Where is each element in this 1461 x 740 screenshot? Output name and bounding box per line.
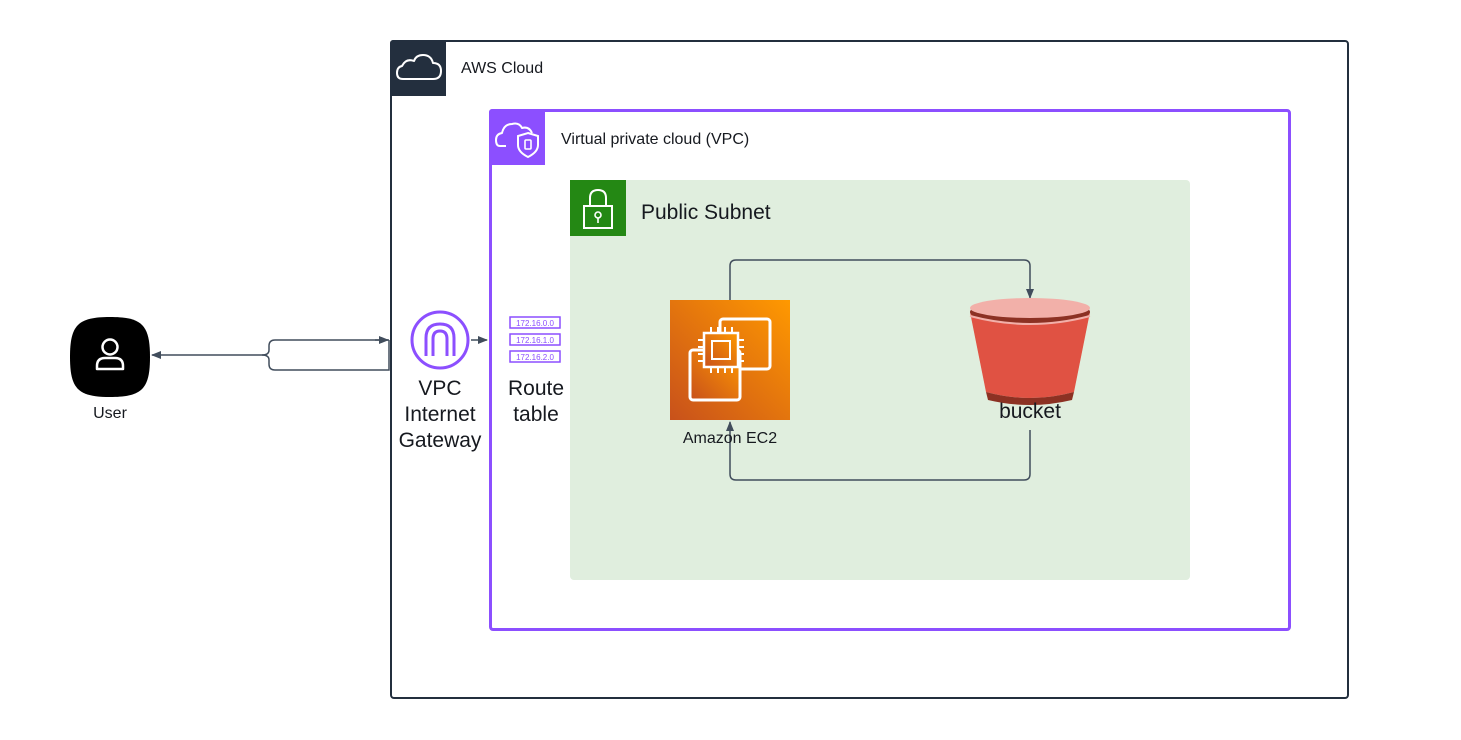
aws-cloud-group <box>390 40 1349 699</box>
vpc-group <box>489 109 1291 631</box>
lock-icon <box>583 188 613 229</box>
ec2-icon <box>670 300 790 420</box>
route-table-label: Route <box>507 377 565 400</box>
route-table-label: table <box>513 403 559 426</box>
connector-ec2-to-bucket <box>729 259 1034 300</box>
vpc-cloud-shield-icon <box>495 122 539 159</box>
internet-gateway-label: VPC <box>418 377 462 400</box>
ec2-label: Amazon EC2 <box>682 430 778 447</box>
route-table-icon: 172.16.0.0 172.16.1.0 172.16.2.0 <box>509 316 561 363</box>
s3-bucket-icon <box>969 298 1091 405</box>
aws-cloud-label: AWS Cloud <box>461 60 544 77</box>
vpc-label: Virtual private cloud (VPC) <box>561 131 750 148</box>
connector-bucket-to-ec2 <box>726 421 1031 481</box>
user-label: User <box>93 405 127 422</box>
internet-gateway-label: Internet <box>404 403 476 426</box>
public-subnet-label: Public Subnet <box>641 201 771 224</box>
internet-gateway-label: Gateway <box>398 429 482 452</box>
user-icon <box>70 317 150 397</box>
connector-user-to-gateway <box>261 340 390 371</box>
cloud-icon <box>396 54 442 80</box>
route-entry: 172.16.2.0 <box>516 353 554 362</box>
internet-gateway-icon <box>410 310 470 370</box>
route-entry: 172.16.0.0 <box>516 319 554 328</box>
route-entry: 172.16.1.0 <box>516 336 554 345</box>
connector-gateway-to-user <box>151 339 389 359</box>
bucket-label: bucket <box>999 400 1061 423</box>
